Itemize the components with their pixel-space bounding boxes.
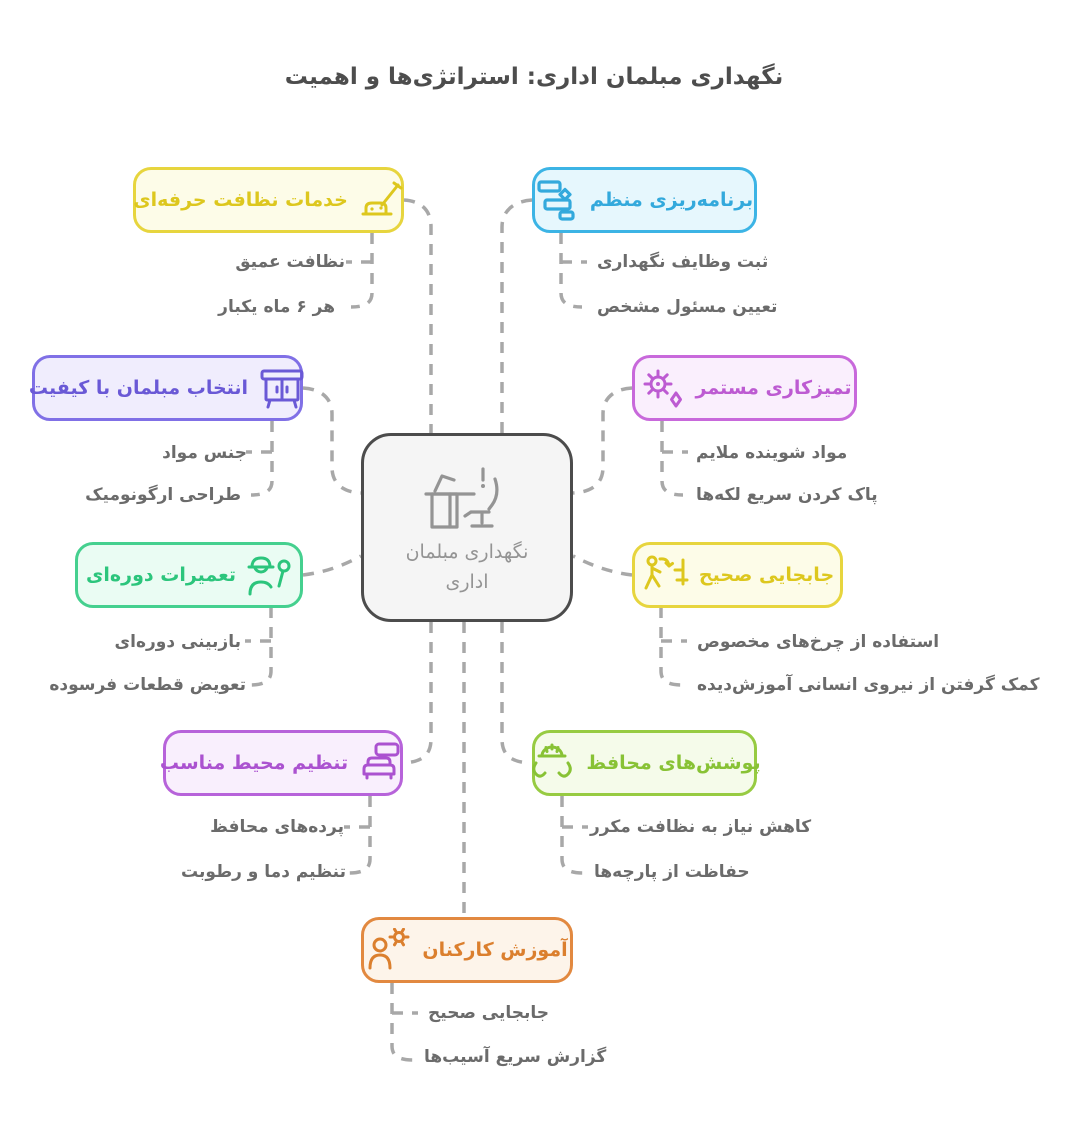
sub-item-ergonomic-design[interactable]: طراحی ارگونومیک — [85, 485, 241, 505]
sub-item-deep-cleaning[interactable]: نظافت عمیق — [235, 252, 345, 272]
cabinet-icon — [260, 369, 304, 409]
vacuum-cleaner-icon — [361, 181, 403, 216]
sofa-icon — [362, 742, 400, 780]
person-gear-icon — [368, 928, 410, 970]
sub-item-special-wheels[interactable]: استفاده از چرخ‌های مخصوص — [697, 632, 940, 652]
desk-chair-alert-icon — [424, 467, 499, 529]
branch-regular-planning[interactable]: برنامه‌ریزی منظم — [532, 167, 757, 233]
branch-proper-moving[interactable]: جابجایی صحیح — [632, 542, 843, 608]
branch-environment-setup[interactable]: تنظیم محیط مناسب — [159, 730, 403, 796]
sub-item-assign-responsible[interactable]: تعیین مسئول مشخص — [597, 297, 778, 317]
sub-item-proper-handling[interactable]: جابجایی صحیح — [428, 1003, 550, 1023]
branch-label: انتخاب مبلمان با کیفیت — [28, 377, 249, 399]
central-label-line1: نگهداری مبلمان — [405, 540, 529, 563]
gear-sparkle-icon — [643, 369, 682, 408]
sub-item-protective-curtains[interactable]: پرده‌های محافظ — [210, 817, 344, 837]
diagram-title: نگهداری مبلمان اداری: استراتژی‌ها و اهمی… — [284, 64, 784, 90]
branch-staff-training[interactable]: آموزش کارکنان — [361, 917, 573, 983]
sub-item-material-type[interactable]: جنس مواد — [162, 443, 247, 463]
branch-periodic-repairs[interactable]: تعمیرات دوره‌ای — [75, 542, 303, 608]
sub-item-quick-damage-report[interactable]: گزارش سریع آسیب‌ها — [424, 1047, 607, 1067]
sub-item-every-6-months[interactable]: هر ۶ ماه یکبار — [218, 297, 335, 317]
sub-item-quick-stain-removal[interactable]: پاک کردن سریع لکه‌ها — [696, 485, 878, 505]
branch-protective-covers[interactable]: پوشش‌های محافظ — [532, 730, 761, 796]
sub-item-trained-personnel[interactable]: کمک گرفتن از نیروی انسانی آموزش‌دیده — [697, 675, 1040, 695]
branch-label: آموزش کارکنان — [422, 939, 568, 961]
branch-professional-cleaning[interactable]: خدمات نظافت حرفه‌ای — [133, 167, 404, 233]
central-node[interactable]: نگهداری مبلمان اداری — [361, 433, 573, 622]
branch-label: خدمات نظافت حرفه‌ای — [133, 189, 348, 211]
branch-continuous-cleaning[interactable]: تمیزکاری مستمر — [632, 355, 857, 421]
technician-wrench-icon — [247, 556, 291, 596]
sub-item-record-tasks[interactable]: ثبت وظایف نگهداری — [597, 252, 769, 272]
central-label-line2: اداری — [445, 570, 489, 593]
branch-label: پوشش‌های محافظ — [586, 752, 761, 774]
hands-hardhat-icon — [532, 743, 573, 778]
sub-item-fabric-protection[interactable]: حفاظت از پارچه‌ها — [594, 862, 750, 882]
branch-label: تنظیم محیط مناسب — [159, 752, 349, 774]
branch-label: جابجایی صحیح — [698, 564, 835, 586]
branch-label: تعمیرات دوره‌ای — [85, 564, 237, 586]
person-moving-icon — [644, 555, 689, 590]
gantt-chart-icon — [537, 180, 575, 221]
branch-quality-furniture[interactable]: انتخاب مبلمان با کیفیت — [28, 355, 304, 421]
sub-item-temperature-humidity[interactable]: تنظیم دما و رطوبت — [181, 862, 346, 882]
sub-item-less-frequent-cleaning[interactable]: کاهش نیاز به نظافت مکرر — [590, 817, 812, 837]
branch-label: تمیزکاری مستمر — [695, 377, 852, 399]
branch-label: برنامه‌ریزی منظم — [589, 189, 754, 211]
sub-item-periodic-inspection[interactable]: بازبینی دوره‌ای — [114, 632, 241, 652]
sub-item-mild-detergents[interactable]: مواد شوینده ملایم — [696, 443, 848, 463]
sub-item-replace-worn-parts[interactable]: تعویض قطعات فرسوده — [49, 675, 246, 695]
